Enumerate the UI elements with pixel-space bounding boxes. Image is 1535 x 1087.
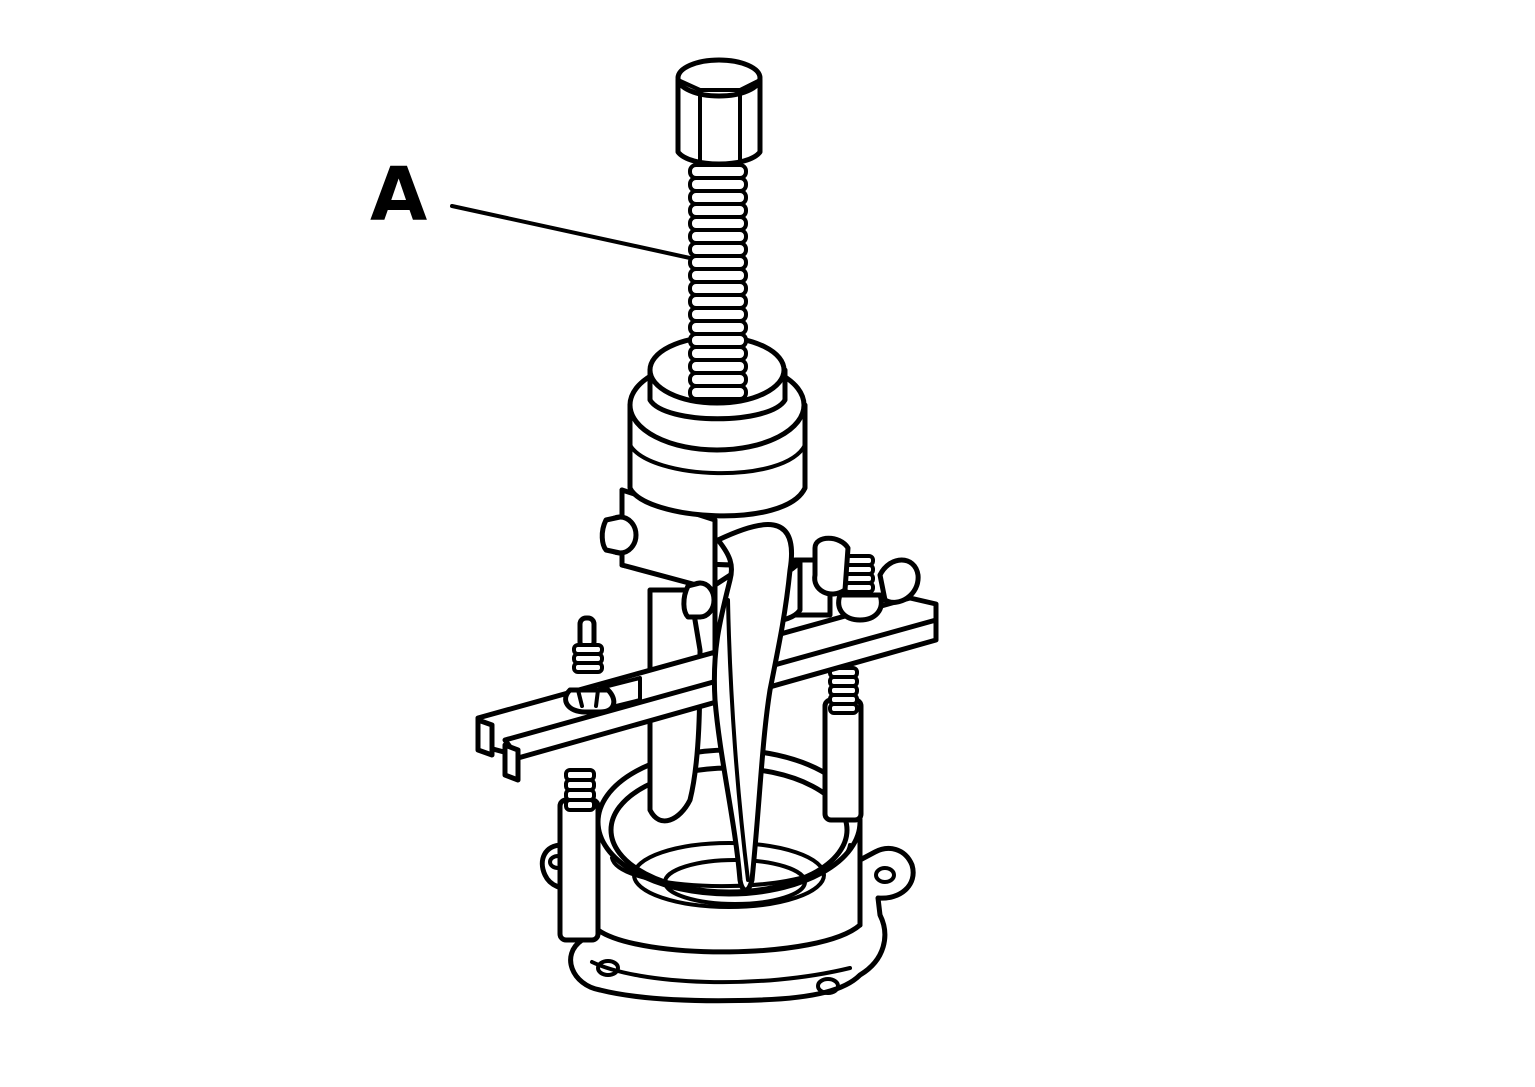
front-puller-jaw [711,522,794,893]
callout-a: A [370,152,692,260]
screw-hex-head [675,57,763,167]
left-support-post [557,768,601,943]
left-wing-nut [563,615,617,715]
left-post-thread [564,768,596,812]
right-support-post [822,666,864,823]
callout-label-a: A [370,152,427,238]
leader-line [450,204,692,260]
right-wing-nut [812,535,921,623]
screw-thread [688,163,748,401]
puller-screw [675,57,763,401]
right-post-thread [828,666,859,715]
